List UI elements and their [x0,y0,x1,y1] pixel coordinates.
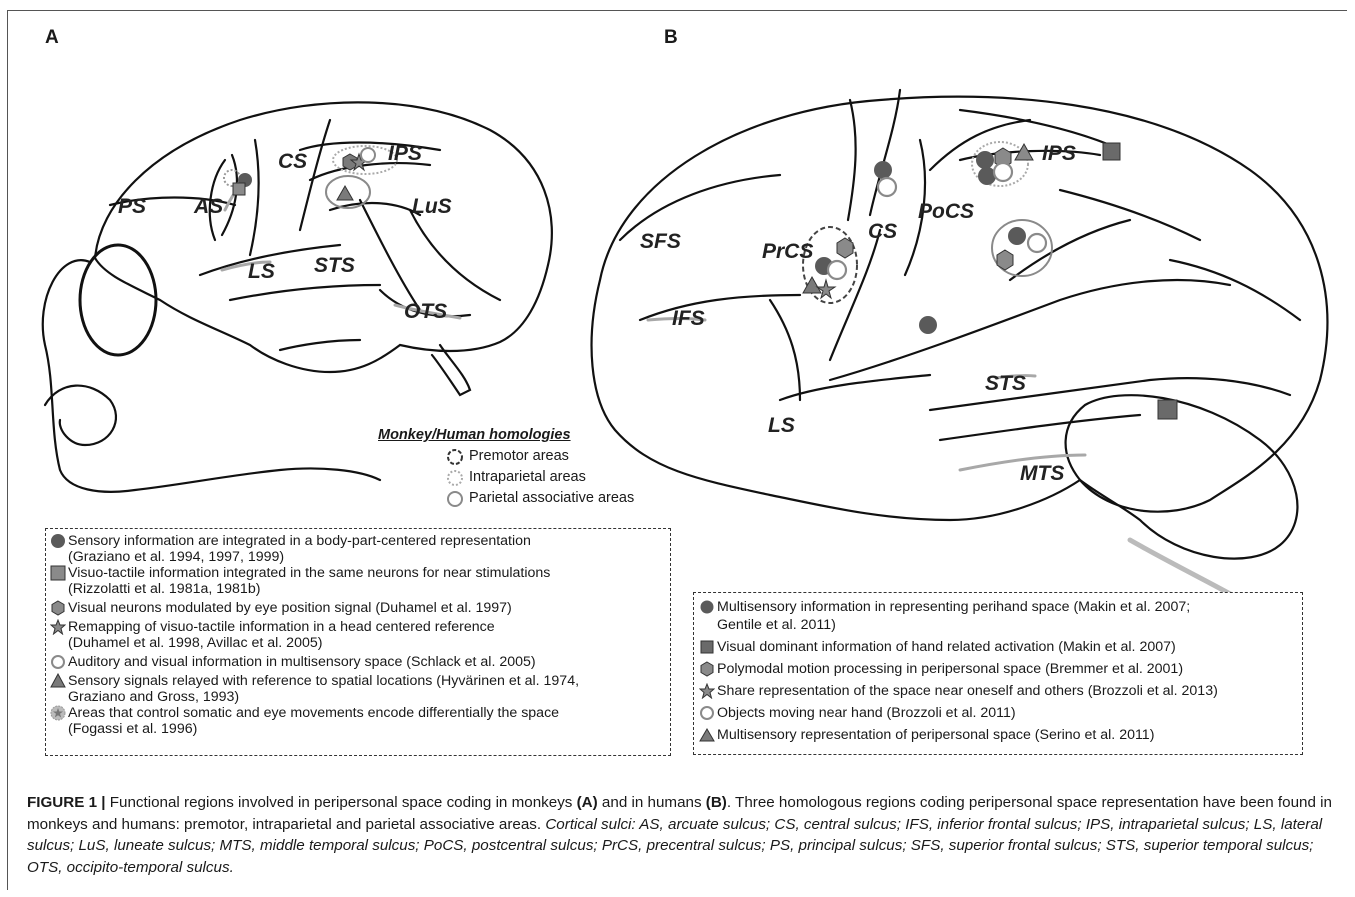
legend-text: Visuo-tactile information integrated in … [68,565,550,581]
triangle-icon [699,727,715,743]
legend-b-item: Polymodal motion processing in periperso… [699,658,1297,680]
homology-label: Premotor areas [469,448,569,464]
caption-lead: FIGURE 1 | [27,794,106,811]
solid-gray-circle-icon [446,489,464,507]
caption-text: and in humans [598,794,706,811]
triangle-icon [50,673,66,689]
human-sulcus-mts: MTS [1020,462,1064,485]
human-sulcus-ls: LS [768,414,795,437]
monkey-sulcus-cs: CS [278,150,307,173]
filled-circle-icon [50,533,66,549]
hexagon-icon [50,600,66,616]
legend-text: (Graziano et al. 1994, 1997, 1999) [68,549,284,565]
legend-text: Sensory information are integrated in a … [68,533,531,549]
filled-circle-icon [699,598,715,614]
legend-text: Multisensory information in representing… [717,599,1190,615]
square-icon [50,565,66,581]
human-sulcus-sfs: SFS [640,230,681,253]
monkey-sulcus-ps: PS [118,195,146,218]
human-sulcus-ifs: IFS [672,307,705,330]
star-icon [699,683,715,699]
legend-panel-a: Sensory information are integrated in a … [45,528,671,756]
caption-ref-a: (A) [577,794,598,811]
legend-text: Share representation of the space near o… [717,683,1297,699]
dashed-dark-circle-icon [446,447,464,465]
human-sulcus-cs: CS [868,220,897,243]
monkey-sulcus-ls: LS [248,260,275,283]
legend-b-item: Visual dominant information of hand rela… [699,636,1297,658]
legend-b-item: Multisensory representation of periperso… [699,724,1297,746]
legend-text: Polymodal motion processing in periperso… [717,661,1297,677]
legend-text: Visual neurons modulated by eye position… [68,600,666,616]
legend-panel-b: Multisensory information in representing… [693,592,1303,755]
legend-a-item: Sensory information are integrated in a … [50,533,666,565]
caption-text: Functional regions involved in periperso… [106,794,577,811]
square-icon [699,639,715,655]
legend-text: Gentile et al. 2011) [717,617,836,633]
legend-b-item: Multisensory information in representing… [699,598,1297,636]
figure-caption: FIGURE 1 | Functional regions involved i… [27,792,1332,878]
legend-a-item: Sensory signals relayed with reference t… [50,673,666,705]
legend-text: Graziano and Gross, 1993) [68,689,239,705]
legend-text: (Rizzolatti et al. 1981a, 1981b) [68,581,260,597]
legend-text: Sensory signals relayed with reference t… [68,673,579,689]
homologies-legend: Monkey/Human homologies Premotor areas I… [378,427,678,508]
homologies-title: Monkey/Human homologies [378,427,678,443]
homology-label: Parietal associative areas [469,490,634,506]
legend-a-item: Visual neurons modulated by eye position… [50,597,666,619]
legend-b-item: Share representation of the space near o… [699,680,1297,702]
legend-text: Remapping of visuo-tactile information i… [68,619,495,635]
monkey-sulcus-lus: LuS [412,195,452,218]
homology-label: Intraparietal areas [469,469,586,485]
legend-a-item: Remapping of visuo-tactile information i… [50,619,666,651]
legend-a-item: Visuo-tactile information integrated in … [50,565,666,597]
legend-text: Auditory and visual information in multi… [68,654,666,670]
human-sulcus-pocs: PoCS [918,200,974,223]
legend-text: Areas that control somatic and eye movem… [68,705,559,721]
homology-intraparietal: Intraparietal areas [378,466,678,487]
legend-b-item: Objects moving near hand (Brozzoli et al… [699,702,1297,724]
homology-premotor: Premotor areas [378,445,678,466]
caption-ref-b: (B) [706,794,727,811]
legend-a-item: Areas that control somatic and eye movem… [50,705,666,737]
legend-text: (Duhamel et al. 1998, Avillac et al. 200… [68,635,322,651]
monkey-sulcus-sts: STS [314,254,355,277]
human-sulcus-sts: STS [985,372,1026,395]
homology-parietal-associative: Parietal associative areas [378,487,678,508]
starred-circle-icon [50,705,66,721]
monkey-sulcus-as: AS [193,195,223,218]
monkey-markers [224,146,397,208]
star-icon [50,619,66,635]
legend-text: Multisensory representation of periperso… [717,727,1297,743]
legend-text: (Fogassi et al. 1996) [68,721,197,737]
hexagon-icon [699,661,715,677]
legend-text: Visual dominant information of hand rela… [717,639,1297,655]
open-circle-icon [50,654,66,670]
legend-a-item: Auditory and visual information in multi… [50,651,666,673]
dotted-light-circle-icon [446,468,464,486]
monkey-sulcus-ots: OTS [404,300,447,323]
human-brain-drawing [592,90,1328,640]
open-circle-icon [699,705,715,721]
human-sulcus-prcs: PrCS [762,240,813,263]
legend-text: Objects moving near hand (Brozzoli et al… [717,705,1297,721]
human-sulcus-ips: IPS [1042,142,1076,165]
monkey-sulcus-ips: IPS [388,142,422,165]
